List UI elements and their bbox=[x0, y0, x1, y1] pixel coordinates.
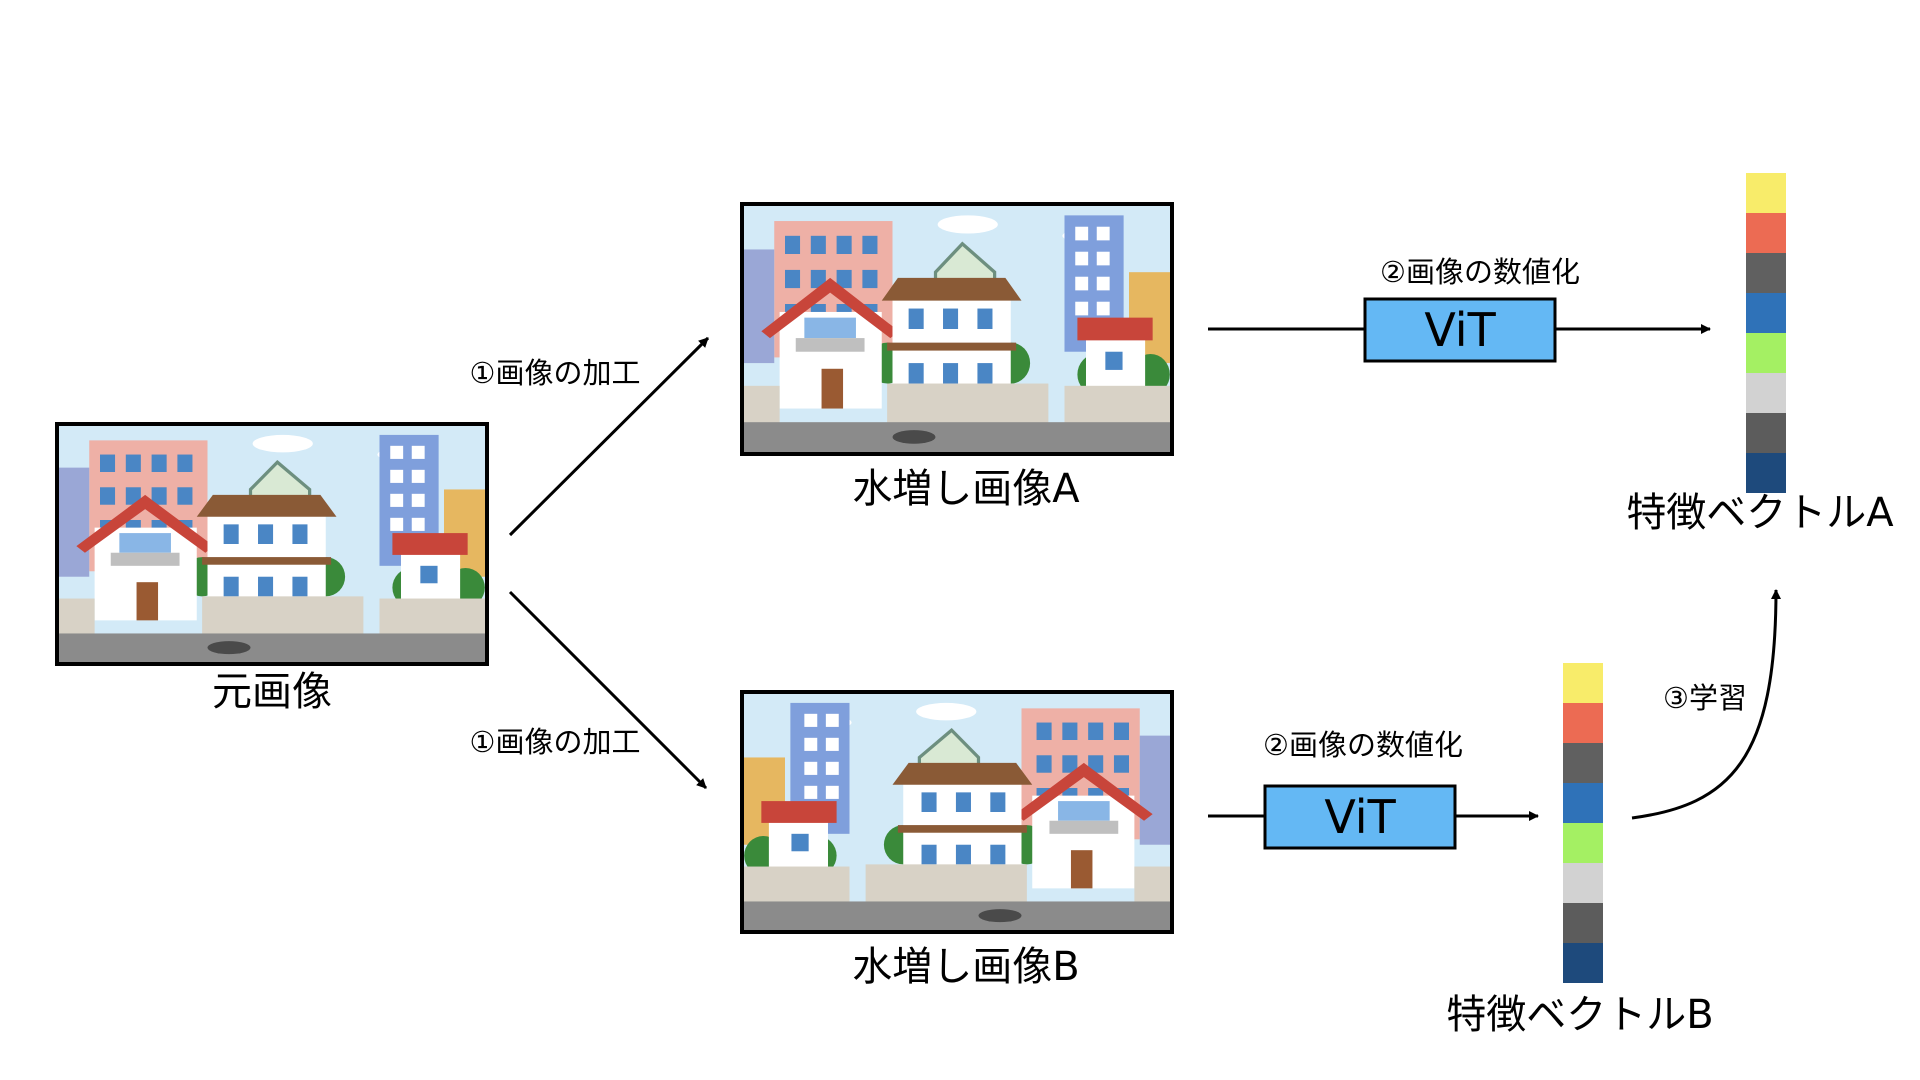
vit-box-top bbox=[1363, 297, 1557, 363]
vit-label-top: ViT bbox=[1424, 303, 1496, 357]
augmented-image-b-label: 水増し画像B bbox=[852, 944, 1079, 990]
vector-b-cell bbox=[1563, 663, 1603, 703]
vector-b-cell bbox=[1563, 703, 1603, 743]
vector-a-cell bbox=[1746, 413, 1786, 453]
vit-label-bottom: ViT bbox=[1324, 790, 1396, 844]
step3-label: ③学習 bbox=[1663, 681, 1747, 715]
vector-b-cell bbox=[1563, 943, 1603, 983]
feature-vector-b-label: 特徴ベクトルB bbox=[1446, 992, 1713, 1038]
step1-label-top: ①画像の加工 bbox=[470, 356, 641, 390]
arrow-original-to-a bbox=[508, 336, 710, 537]
vector-a-cell bbox=[1746, 293, 1786, 333]
feature-vector-a-label: 特徴ベクトルA bbox=[1626, 490, 1894, 536]
step2-label-top: ②画像の数値化 bbox=[1380, 255, 1580, 289]
vector-b-cell bbox=[1563, 863, 1603, 903]
augmented-image-a-label: 水増し画像A bbox=[852, 466, 1080, 512]
vit-box-bottom bbox=[1263, 784, 1457, 850]
vector-a-cell bbox=[1746, 373, 1786, 413]
vector-b-cell bbox=[1563, 823, 1603, 863]
vector-b-cell bbox=[1563, 743, 1603, 783]
vector-a-cell bbox=[1746, 333, 1786, 373]
vector-a-cell bbox=[1746, 173, 1786, 213]
vector-b-cell bbox=[1563, 903, 1603, 943]
feature-vector-a bbox=[1746, 173, 1786, 493]
arrow-original-to-b bbox=[508, 590, 708, 790]
augmented-image-a bbox=[740, 202, 1174, 456]
vector-a-cell bbox=[1746, 213, 1786, 253]
arrow-learning bbox=[1631, 589, 1781, 820]
original-image bbox=[55, 422, 489, 666]
vector-a-cell bbox=[1746, 253, 1786, 293]
vector-a-cell bbox=[1746, 453, 1786, 493]
step1-label-bottom: ①画像の加工 bbox=[470, 725, 641, 759]
original-image-label: 元画像 bbox=[212, 669, 332, 715]
step2-label-bottom: ②画像の数値化 bbox=[1263, 728, 1463, 762]
vector-b-cell bbox=[1563, 783, 1603, 823]
augmented-image-b bbox=[740, 690, 1174, 934]
feature-vector-b bbox=[1563, 663, 1603, 983]
